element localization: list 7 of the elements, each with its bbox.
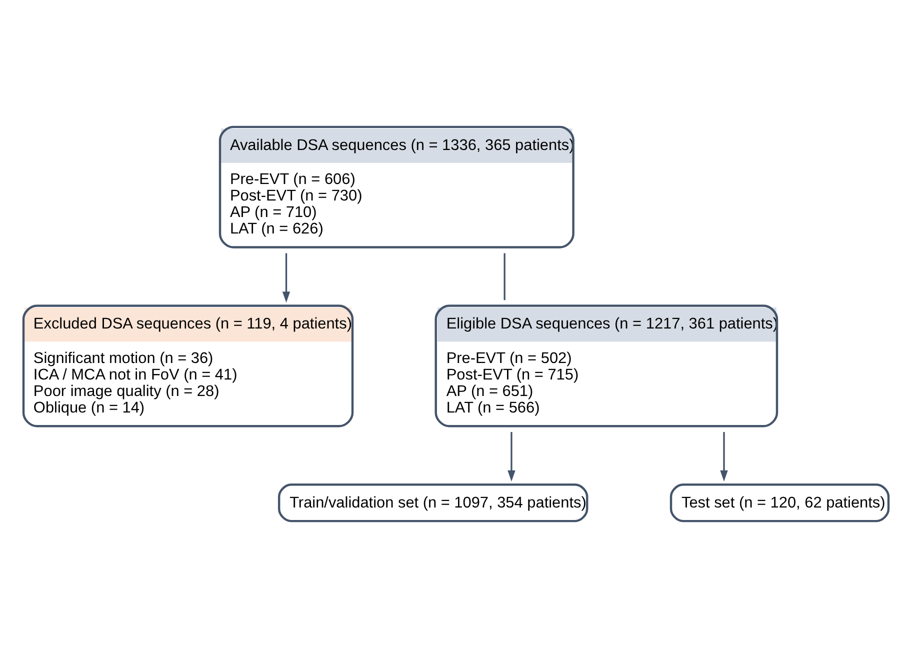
node-box: Excluded DSA sequences (n = 119, 4 patients) Significant motion (n = 36) ICA / MCA not in FoV (n = 41) Poor image quality (n = 28) Oblique (n = 14) — [22, 304, 354, 427]
connector — [503, 252, 505, 300]
node-box: Test set (n = 120, 62 patients) — [669, 483, 890, 522]
arrow — [720, 432, 728, 481]
node-box: Train/validation set (n = 1097, 354 patients) — [277, 483, 588, 522]
arrow — [282, 252, 290, 302]
arrow — [507, 432, 515, 481]
